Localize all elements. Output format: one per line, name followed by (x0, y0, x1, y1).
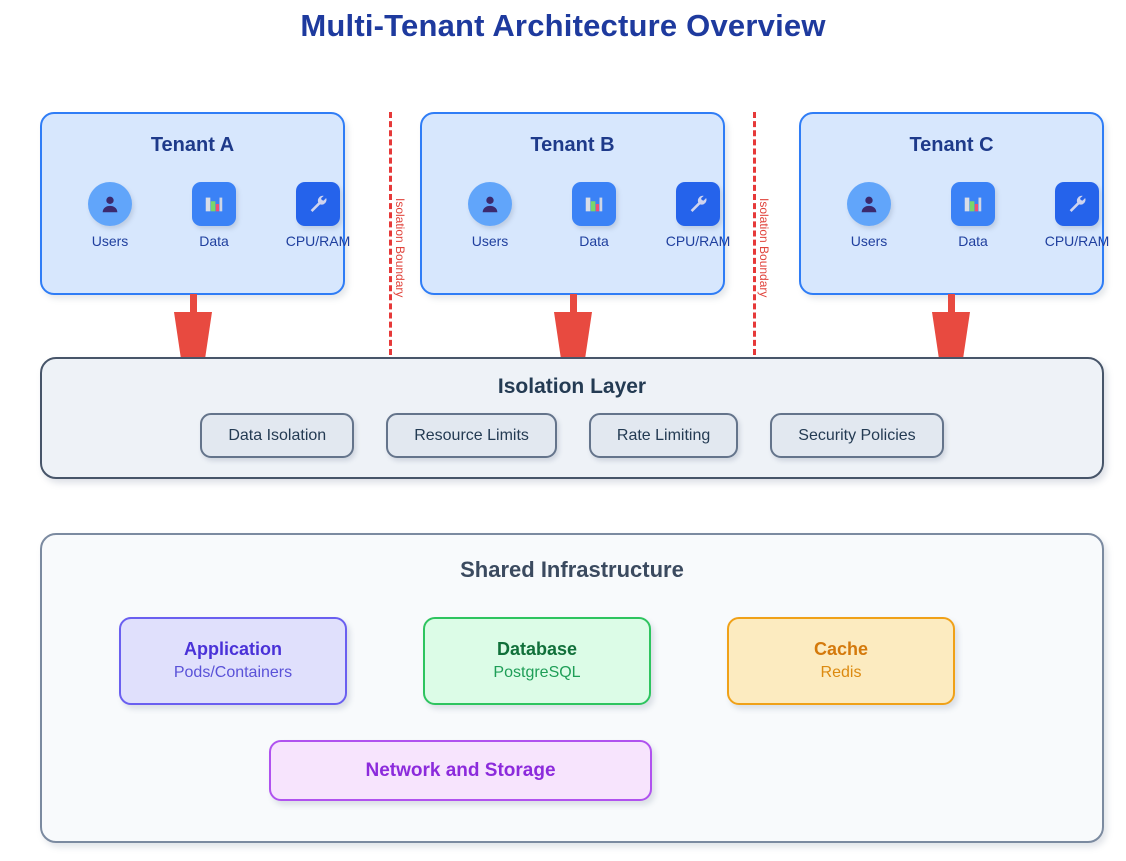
tenant-resource-cpu-ram[interactable]: CPU/RAM (1039, 182, 1115, 249)
arrow-head-icon (554, 312, 592, 358)
tenant-box-a[interactable]: Tenant A Users (40, 112, 350, 295)
wrench-icon (1055, 182, 1099, 226)
card-title: Database (496, 638, 578, 659)
tenant-resource-data[interactable]: Data (176, 182, 252, 249)
isolation-layer-title: Isolation Layer (497, 375, 647, 398)
users-icon (88, 182, 132, 226)
isolation-boundary-1: Isolation Boundary (385, 112, 425, 355)
tenant-resource-users[interactable]: Users (452, 182, 528, 249)
card-subtitle: PostgreSQL (493, 664, 581, 682)
tenant-box-c[interactable]: Tenant C Users (799, 112, 1109, 295)
tenant-resource-cpu-ram[interactable]: CPU/RAM (660, 182, 736, 249)
chip-data-isolation[interactable]: Data Isolation (200, 413, 355, 458)
tenant-icon-row: Users Data (831, 182, 1115, 249)
icon-label: Data (579, 233, 609, 249)
wrench-icon (296, 182, 340, 226)
boundary-dashed-line (389, 112, 392, 355)
icon-label: Users (91, 233, 129, 249)
card-title: Cache (813, 638, 869, 659)
arrow-head-icon (174, 312, 212, 358)
isolation-boundary-2: Isolation Boundary (749, 112, 789, 355)
tenant-resource-data[interactable]: Data (556, 182, 632, 249)
users-icon (847, 182, 891, 226)
arrow-head-icon (932, 312, 970, 358)
shared-infrastructure-title: Shared Infrastructure (460, 557, 684, 582)
page-title: Multi-Tenant Architecture Overview (300, 8, 826, 43)
card-subtitle: Pods/Containers (173, 664, 293, 682)
tenant-resource-data[interactable]: Data (935, 182, 1011, 249)
boundary-dashed-line (753, 112, 756, 355)
data-icon (951, 182, 995, 226)
card-subtitle: Redis (820, 664, 862, 682)
infra-card-cache[interactable]: Cache Redis (727, 617, 955, 705)
tenant-resource-users[interactable]: Users (831, 182, 907, 249)
arrow-tenant-b-to-isolation (551, 294, 595, 358)
arrow-tenant-c-to-isolation (929, 294, 973, 358)
tenant-icon-row: Users Data (72, 182, 356, 249)
icon-label: Data (199, 233, 229, 249)
icon-label: Users (850, 233, 888, 249)
boundary-label: Isolation Boundary (393, 198, 407, 298)
arrow-stem (570, 294, 577, 314)
isolation-chip-row: Data Isolation Resource Limits Rate Limi… (42, 413, 1102, 458)
shared-infrastructure-box[interactable]: Shared Infrastructure Application Pods/C… (40, 533, 1104, 843)
arrow-stem (190, 294, 197, 314)
chip-resource-limits[interactable]: Resource Limits (386, 413, 557, 458)
arrow-tenant-a-to-isolation (171, 294, 215, 358)
card-title: Application (184, 638, 282, 659)
infra-card-application[interactable]: Application Pods/Containers (119, 617, 347, 705)
icon-label: Users (471, 233, 509, 249)
tenant-resource-cpu-ram[interactable]: CPU/RAM (280, 182, 356, 249)
chip-security-policies[interactable]: Security Policies (770, 413, 944, 458)
infra-card-database[interactable]: Database PostgreSQL (423, 617, 651, 705)
data-icon (572, 182, 616, 226)
icon-label: CPU/RAM (1044, 233, 1110, 249)
data-icon (192, 182, 236, 226)
tenant-title: Tenant A (150, 134, 235, 156)
boundary-label: Isolation Boundary (757, 198, 771, 298)
tenant-resource-users[interactable]: Users (72, 182, 148, 249)
tenant-title: Tenant C (909, 134, 994, 156)
arrow-stem (948, 294, 955, 314)
infra-card-network-storage[interactable]: Network and Storage (269, 740, 652, 801)
users-icon (468, 182, 512, 226)
icon-label: Data (958, 233, 988, 249)
icon-label: CPU/RAM (285, 233, 351, 249)
wrench-icon (676, 182, 720, 226)
tenant-box-b[interactable]: Tenant B Users (420, 112, 730, 295)
icon-label: CPU/RAM (665, 233, 731, 249)
isolation-layer-box[interactable]: Isolation Layer Data Isolation Resource … (40, 357, 1104, 479)
tenant-title: Tenant B (530, 134, 615, 156)
chip-rate-limiting[interactable]: Rate Limiting (588, 413, 739, 458)
tenant-icon-row: Users Data (452, 182, 736, 249)
